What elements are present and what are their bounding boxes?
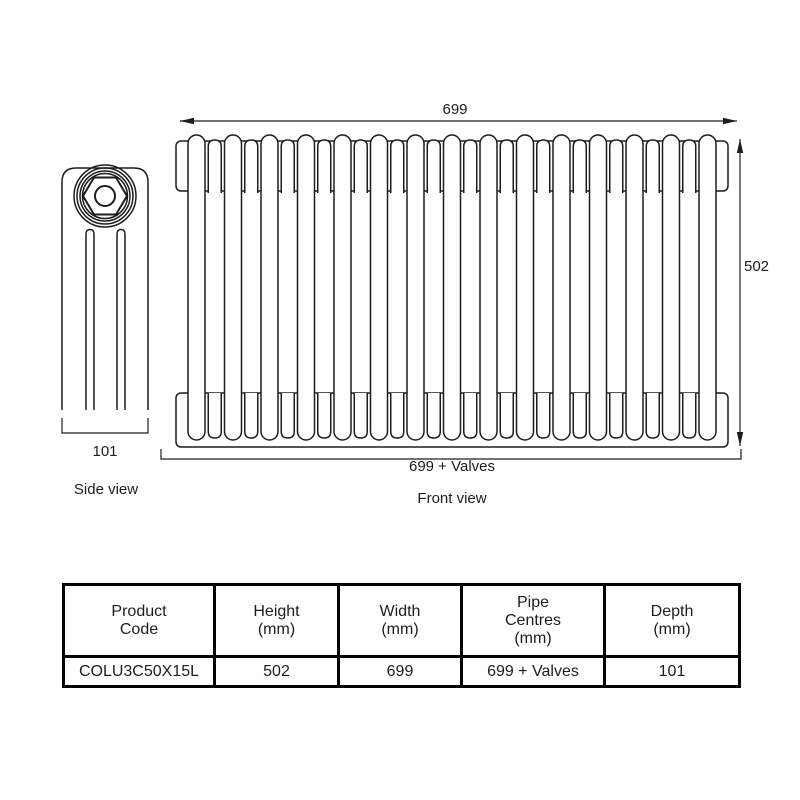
middle-column-top xyxy=(609,139,624,193)
middle-column-bottom xyxy=(426,393,441,439)
middle-column-top xyxy=(463,139,478,193)
middle-column-bottom xyxy=(244,393,259,439)
middle-column-top xyxy=(426,139,441,193)
cell-pipe-centres: 699 + Valves xyxy=(460,655,606,688)
cell-width: 699 xyxy=(337,655,463,688)
arrowhead-left-icon xyxy=(180,117,194,125)
middle-column-bottom xyxy=(390,393,405,439)
arrowhead-up-icon xyxy=(736,139,744,153)
middle-column-bottom xyxy=(609,393,624,439)
middle-column-bottom xyxy=(280,393,295,439)
depth-dim-bracket xyxy=(61,418,149,434)
pipe-centres-dim-label: 699 + Valves xyxy=(409,458,495,475)
table-row: COLU3C50X15L 502 699 699 + Valves 101 xyxy=(62,655,741,688)
middle-column-bottom xyxy=(499,393,514,439)
pipe-centres-bracket xyxy=(160,449,742,460)
middle-column-bottom xyxy=(682,393,697,439)
front-column xyxy=(369,134,389,441)
middle-column-top xyxy=(280,139,295,193)
air-vent-bung xyxy=(73,164,137,228)
front-column xyxy=(625,134,644,441)
side-column-gap xyxy=(116,228,126,410)
front-column xyxy=(588,134,608,441)
front-column xyxy=(223,134,243,441)
arrowhead-right-icon xyxy=(723,117,737,125)
middle-column-row xyxy=(207,139,697,439)
cell-product-code: COLU3C50X15L xyxy=(62,655,216,688)
side-view: 101 Side view xyxy=(61,164,149,498)
middle-column-bottom xyxy=(463,393,478,439)
cell-depth: 101 xyxy=(603,655,741,688)
middle-column-top xyxy=(499,139,514,193)
front-column xyxy=(333,134,352,441)
height-dim-label: 502 xyxy=(744,258,769,275)
middle-column-top xyxy=(682,139,697,193)
front-view-label: Front view xyxy=(417,490,486,507)
bung-ring-icon xyxy=(76,167,134,225)
middle-column-bottom xyxy=(317,393,332,439)
depth-dim-label: 101 xyxy=(92,443,117,460)
front-column xyxy=(187,134,206,441)
col-header-depth: Depth (mm) xyxy=(603,583,741,658)
middle-column-top xyxy=(353,139,368,193)
width-dim-label: 699 xyxy=(442,101,467,118)
col-header-product-code: Product Code xyxy=(62,583,216,658)
front-column xyxy=(406,134,425,441)
front-column xyxy=(552,134,571,441)
middle-column-top xyxy=(317,139,332,193)
cell-height: 502 xyxy=(213,655,340,688)
col-header-height: Height (mm) xyxy=(213,583,340,658)
front-column xyxy=(296,134,316,441)
middle-column-bottom xyxy=(353,393,368,439)
specification-table: Product Code Height (mm) Width (mm) Pipe… xyxy=(62,583,741,688)
middle-column-top xyxy=(244,139,259,193)
table-header-row: Product Code Height (mm) Width (mm) Pipe… xyxy=(62,583,741,658)
middle-column-top xyxy=(390,139,405,193)
middle-column-top xyxy=(645,139,660,193)
front-view xyxy=(175,134,729,448)
front-column-row xyxy=(187,134,717,441)
middle-column-bottom xyxy=(572,393,587,439)
middle-column-bottom xyxy=(536,393,551,439)
middle-column-top xyxy=(572,139,587,193)
bung-center-hole xyxy=(94,185,116,207)
front-column xyxy=(442,134,462,441)
front-column xyxy=(661,134,681,441)
hex-nut-icon xyxy=(81,176,129,216)
arrowhead-down-icon xyxy=(736,432,744,446)
front-column xyxy=(260,134,279,441)
col-header-width: Width (mm) xyxy=(337,583,463,658)
side-view-label: Side view xyxy=(74,481,138,498)
front-column xyxy=(698,134,717,441)
bung-ring-icon xyxy=(73,164,137,228)
middle-column-bottom xyxy=(645,393,660,439)
col-header-pipe-centres: Pipe Centres (mm) xyxy=(460,583,606,658)
front-column xyxy=(479,134,498,441)
middle-column-bottom xyxy=(207,393,222,439)
bung-ring-icon xyxy=(79,170,131,222)
front-column xyxy=(515,134,535,441)
side-column-gap xyxy=(85,228,95,410)
radiator-diagram: 101 Side view 699 502 699 + Valves Front… xyxy=(61,101,769,507)
middle-column-top xyxy=(207,139,222,193)
dimension-annotations: 699 502 699 + Valves Front view xyxy=(160,101,769,507)
middle-column-top xyxy=(536,139,551,193)
